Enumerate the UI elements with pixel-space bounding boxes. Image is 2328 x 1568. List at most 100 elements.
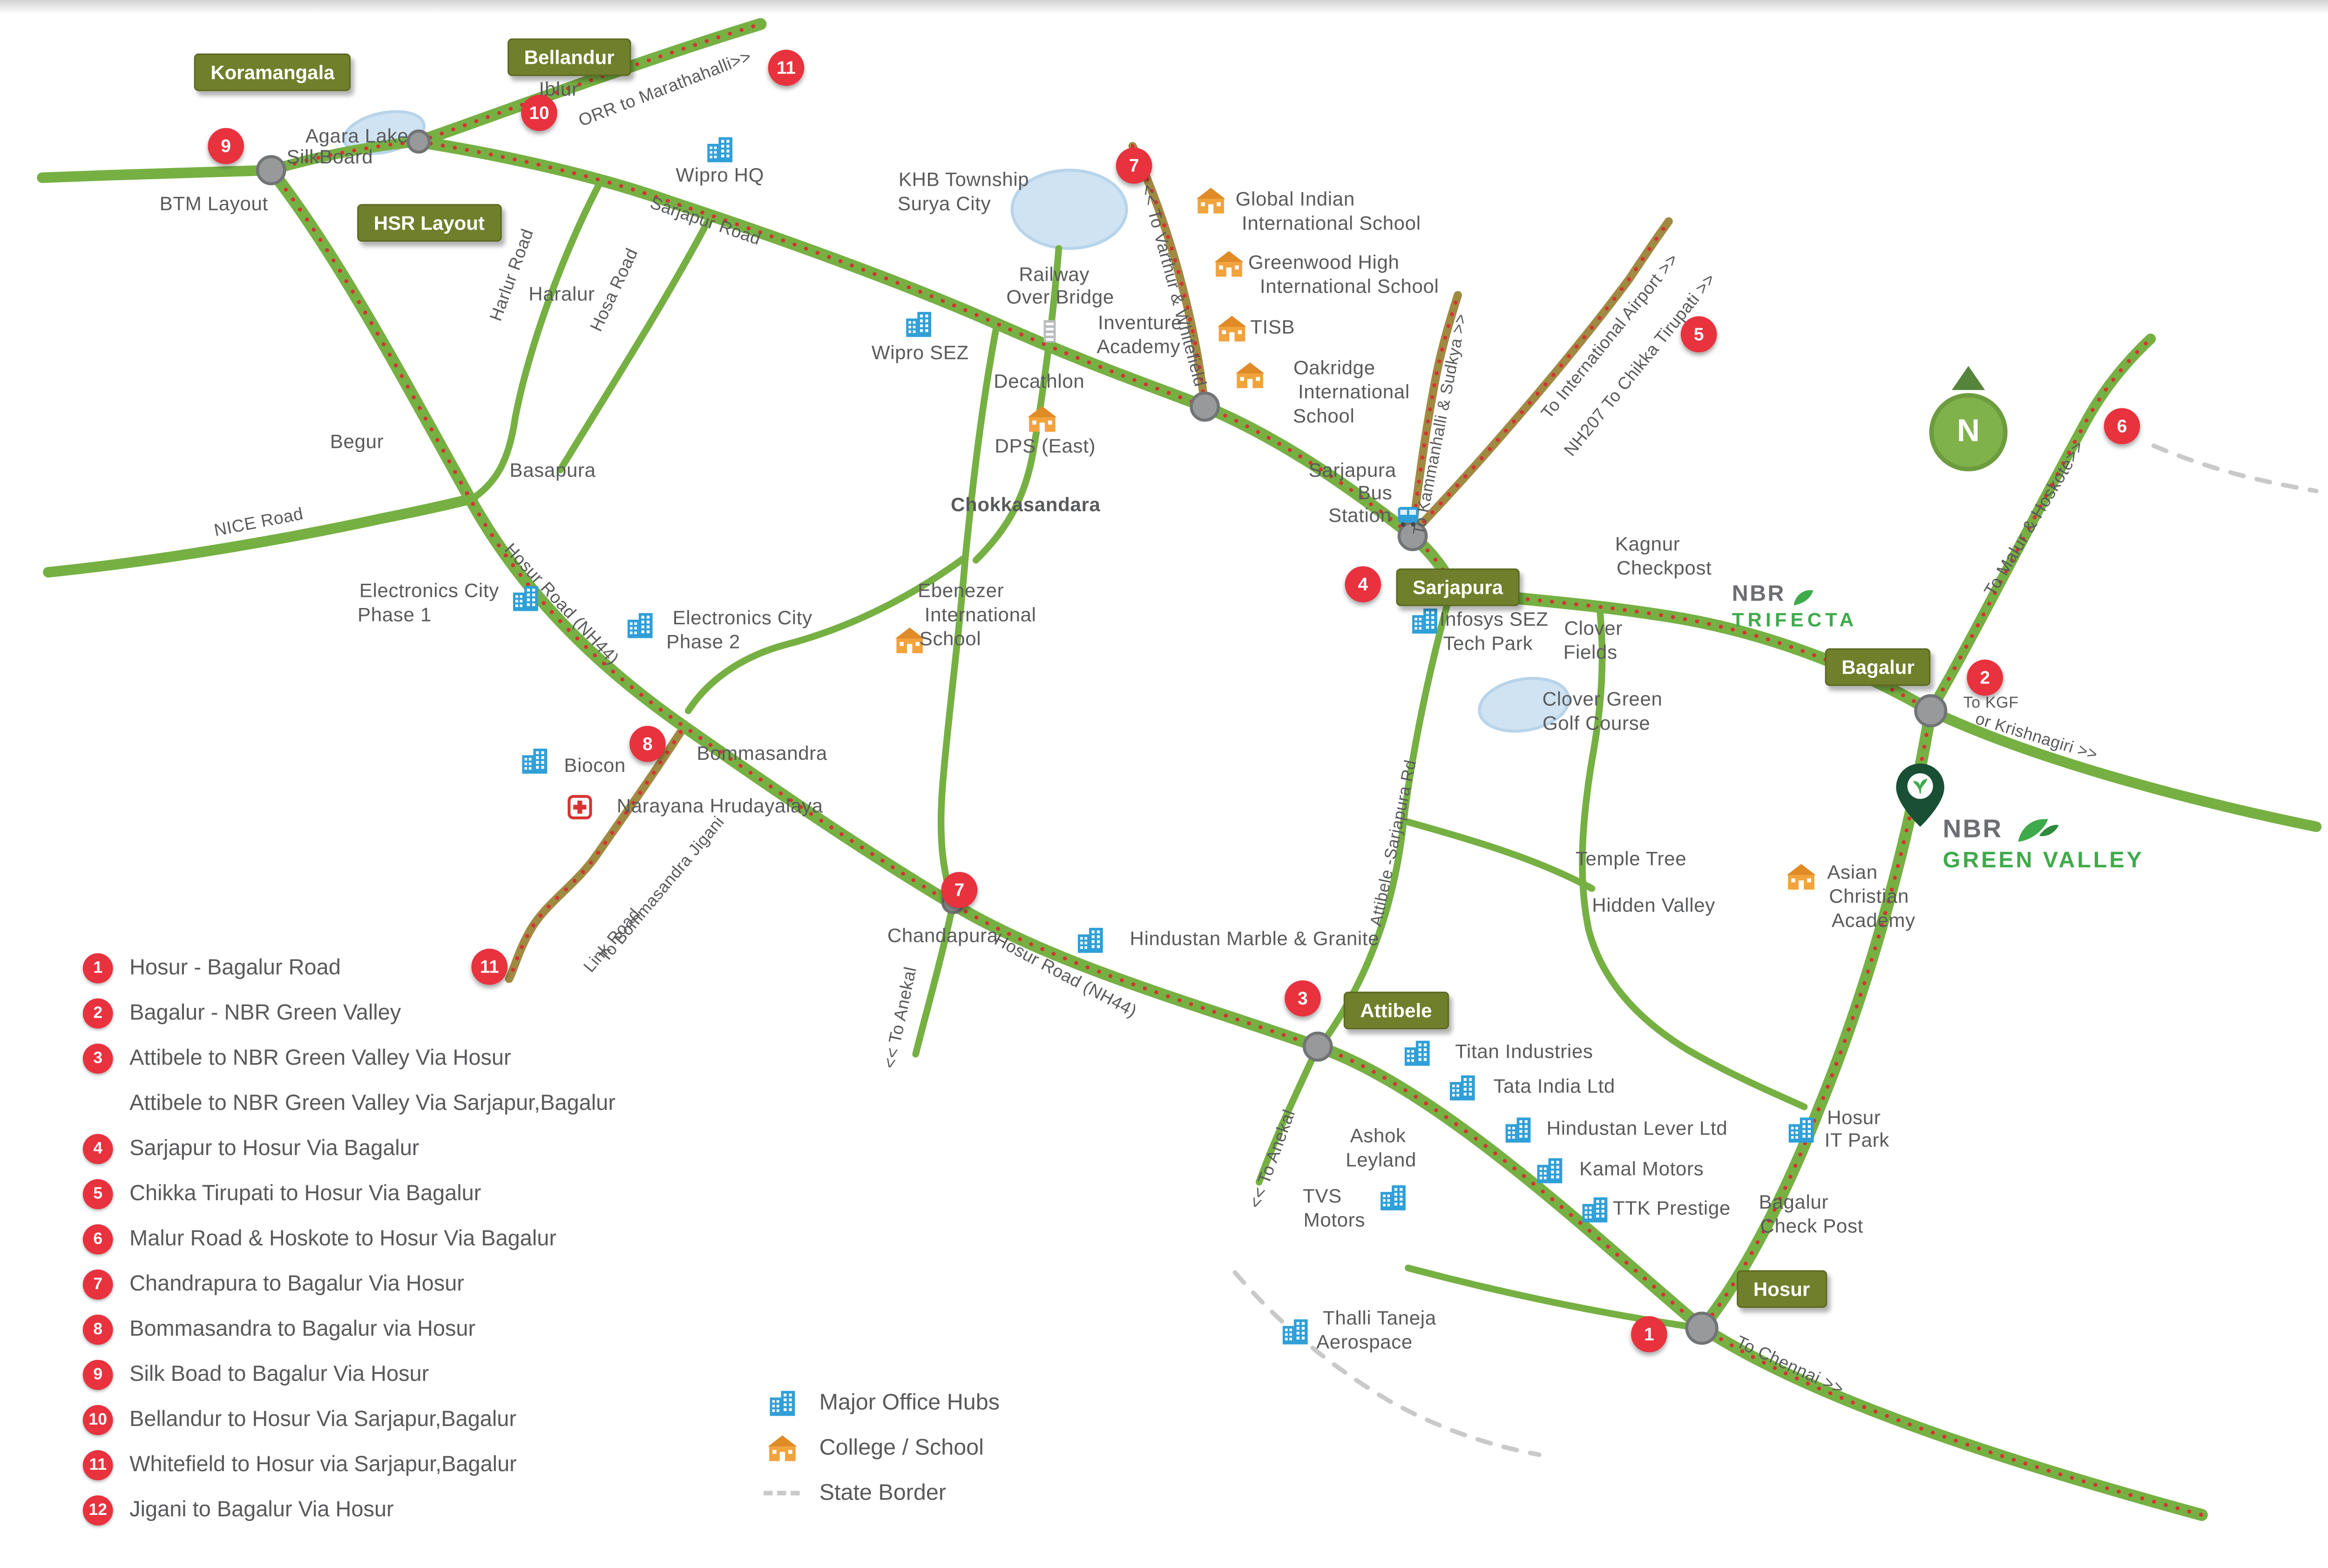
junction-agara [406, 129, 431, 154]
route-label: Chandrapura to Bagalur Via Hosur [129, 1272, 464, 1297]
route-label: Sarjapur to Hosur Via Bagalur [129, 1137, 420, 1161]
school-icon [1195, 184, 1227, 216]
map-label: Narayana Hrudayalaya [616, 794, 823, 817]
state-border [2151, 443, 2319, 493]
office-icon [1502, 1114, 1534, 1145]
route-marker-11: 11 [471, 948, 508, 985]
route-marker-10: 10 [521, 95, 557, 131]
map-label: Temple Tree [1575, 847, 1687, 870]
office-icon [624, 609, 656, 641]
office-icon [1579, 1193, 1611, 1225]
map-label: Station [1328, 504, 1392, 527]
legend-item: Major Office Hubs [762, 1379, 1000, 1425]
map-label: or Krishnagiri >> [1973, 710, 2100, 765]
office-icon [519, 745, 550, 777]
compass-circle: N [1929, 393, 2008, 472]
map-label: Academy [1831, 909, 1915, 932]
legend-label: Major Office Hubs [819, 1389, 1000, 1415]
map-label: Agara Lake [305, 124, 409, 147]
route-marker-6: 6 [2104, 408, 2140, 445]
route-marker-5: 5 [1680, 316, 1717, 352]
route-label: Jigani to Bagalur Via Hosur [129, 1498, 394, 1523]
map-label: International [924, 603, 1036, 626]
place-badge-sarjapura: Sarjapura [1396, 568, 1520, 606]
map-label: Basapura [509, 459, 596, 481]
route-number-badge: 11 [82, 1450, 113, 1480]
junction-varthur [1190, 391, 1220, 422]
route-label: Whitefield to Hosur via Sarjapur,Bagalur [129, 1453, 517, 1478]
map-label: Bagalur [1759, 1190, 1829, 1213]
map-label: DPS (East) [995, 434, 1096, 457]
office-icon [1401, 1037, 1433, 1068]
junction-hosur [1685, 1311, 1719, 1345]
map-label: Sarjapur Road [647, 195, 763, 250]
map-label: BTM Layout [159, 192, 268, 215]
map-label: Motors [1303, 1208, 1366, 1231]
route-label: Hosur - Bagalur Road [129, 956, 341, 980]
map-label: Bus [1357, 481, 1393, 504]
map-label: Wipro HQ [676, 163, 765, 186]
trifecta-logo-name: TRIFECTA [1732, 608, 1858, 631]
map-label: Oakridge [1293, 356, 1375, 379]
map-label: International School [1259, 275, 1439, 297]
map-label: SilkBoard [286, 145, 373, 168]
route-number-badge: 9 [82, 1359, 113, 1390]
route-label: Chikka Tirupati to Hosur Via Bagalur [129, 1182, 481, 1206]
office-icon [1534, 1154, 1565, 1186]
route-number-badge: 3 [82, 1043, 113, 1074]
route-label: Silk Boad to Bagalur Via Hosur [129, 1363, 429, 1387]
map-label: Haralur [528, 282, 595, 305]
place-badge-bellandur: Bellandur [508, 38, 631, 76]
map-label: Electronics City [672, 606, 812, 629]
route-marker-7: 7 [941, 872, 978, 908]
route-marker-7: 7 [1116, 147, 1152, 184]
map-label: Hindustan Marble & Granite [1130, 926, 1380, 950]
route-label: Malur Road & Hoskote to Hosur Via Bagalu… [129, 1227, 556, 1251]
leaf-icon [1792, 589, 1814, 607]
office-icon [1279, 1315, 1311, 1347]
map-label: Checkpost [1616, 556, 1712, 579]
map-label: IT Park [1824, 1129, 1889, 1151]
map-label: Thalli Taneja [1323, 1306, 1436, 1329]
route-number-badge: 2 [82, 998, 113, 1029]
route-number-badge: 6 [82, 1224, 113, 1255]
map-label: Aerospace [1316, 1330, 1413, 1353]
map-label: School [1293, 404, 1355, 427]
place-badge-koramangala: Koramangala [194, 53, 352, 91]
school-icon [1786, 861, 1817, 892]
gv-logo-name: GREEN VALLEY [1942, 848, 2144, 874]
office-icon [1447, 1071, 1478, 1103]
map-label: Phase 1 [358, 603, 432, 626]
route-label: Bommasandra to Bagalur via Hosur [129, 1318, 476, 1342]
map-label: Clover [1564, 616, 1623, 640]
route-marker-9: 9 [208, 128, 244, 164]
map-label: Electronics City [359, 579, 499, 602]
legend-label: State Border [819, 1479, 947, 1505]
route-number-badge: 4 [82, 1134, 113, 1164]
map-label: Decathlon [994, 370, 1085, 392]
route-marker-4: 4 [1345, 566, 1381, 602]
map-label: Surya City [897, 192, 991, 215]
map-label: Hosur Road (NH44) [991, 931, 1139, 1022]
state-border-icon [762, 1490, 801, 1495]
map-label: Hosa Road [588, 246, 643, 335]
map-label: Christian [1829, 885, 1909, 907]
map-label: Fields [1563, 641, 1617, 663]
map-label: To Kammanhalli & Sudkya >> [1410, 312, 1471, 537]
place-badge-attibele: Attibele [1343, 991, 1449, 1029]
map-label: Attibele -Sarjapura Rd [1367, 758, 1421, 928]
map-label: Wipro SEZ [871, 341, 969, 364]
map-label: << To Anekal [881, 965, 921, 1070]
gv-logo-nbr: NBR [1942, 814, 2003, 844]
map-label: Hindustan Lever Ltd [1546, 1116, 1728, 1140]
map-label: TTK Prestige [1612, 1196, 1731, 1219]
place-badge-bagalur: Bagalur [1825, 648, 1931, 686]
map-label: Railway [1019, 263, 1090, 286]
